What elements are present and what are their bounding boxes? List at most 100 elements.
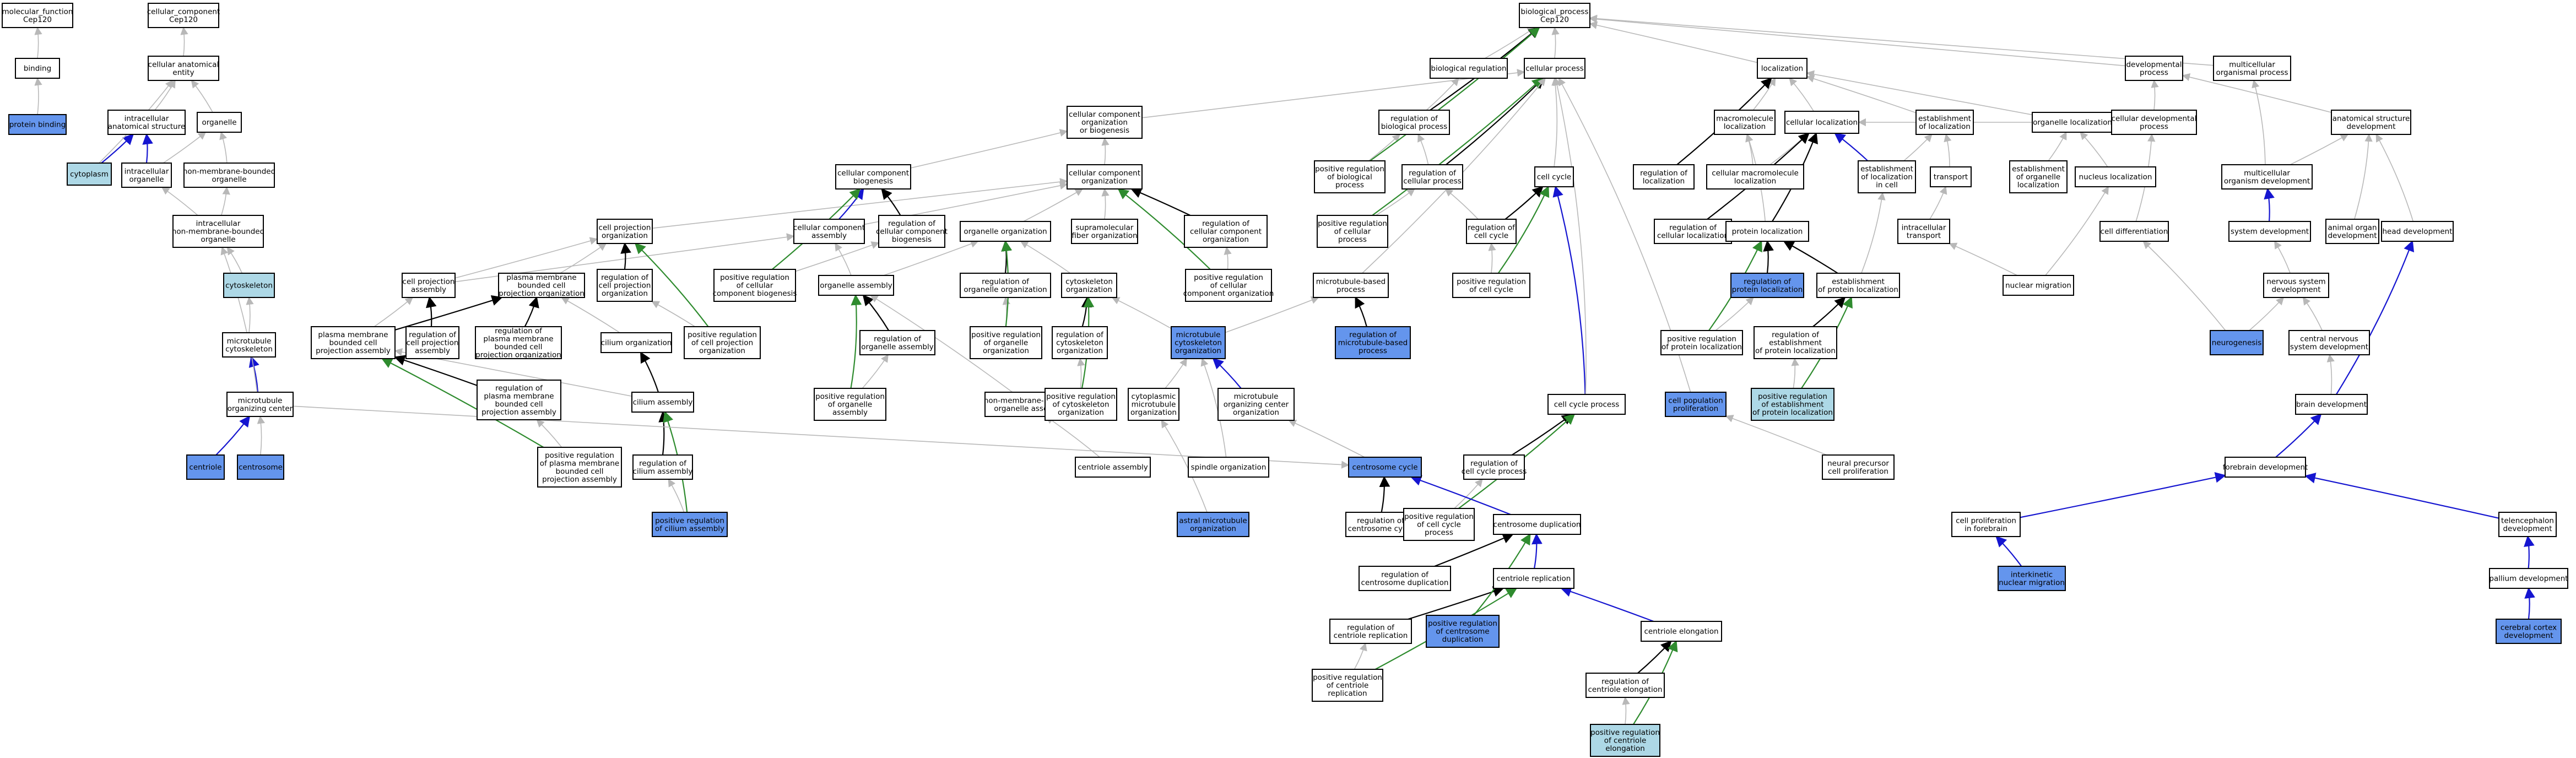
node-box (2221, 164, 2313, 190)
node-box (498, 273, 585, 298)
edge-is_a-pr_centriole_rep-to-reg_centriole_rep (1354, 642, 1367, 670)
edge-is_a-org_org-to-cco (1023, 188, 1084, 222)
node-box (537, 447, 622, 488)
node-label: organelle organization (964, 228, 1047, 236)
node-label: centriole elongation (1644, 627, 1718, 636)
node-label: cytoskeleton (225, 281, 273, 290)
edge-is_a-cell_proc-to-bp (1551, 26, 1560, 59)
node-box (67, 163, 112, 186)
edge-reg-reg_centrosome_cycle-to-centrosome_cycle (1379, 476, 1390, 513)
node-org-loc: organelle localization (2032, 112, 2113, 133)
node-box (2210, 330, 2264, 355)
node-box (2225, 457, 2306, 478)
node-box (1534, 166, 1574, 187)
node-box (2498, 512, 2557, 537)
node-organelle: organelle (197, 112, 242, 133)
node-box (970, 326, 1042, 359)
node-box (226, 392, 294, 417)
edge-is_a-reg_bp-to-biol_reg (1426, 77, 1459, 111)
edge-reg-reg_centrosome_dup-to-centrosome_dup (1434, 533, 1514, 567)
node-label: nuclear migration (2005, 281, 2071, 290)
node-cytoplasm: cytoplasm (67, 163, 112, 186)
node-box (2213, 56, 2291, 81)
node-box (2288, 330, 2370, 355)
node-spindle-org: spindle organization (1188, 457, 1269, 478)
edge-is_a-pr_co-to-reg_co (1077, 358, 1085, 389)
edge-reg-reg_oa-to-org_assembly (862, 294, 890, 331)
node-box (1188, 457, 1269, 478)
node-cell-cycle: cell cycle (1534, 166, 1574, 187)
node-label: spindle organization (1191, 463, 1267, 472)
edge-is_a-mo_dev-to-multi_proc (2252, 79, 2266, 165)
edge-reg-reg_ccp-to-ccp (1511, 413, 1573, 456)
edge-is_a-cyto_org-to-org_org (1020, 241, 1071, 274)
edge-pos-pr_cc-to-cell_cycle (1497, 186, 1550, 274)
node-label: localization (1761, 64, 1803, 73)
edge-is_a-org_assembly-to-org_org (883, 240, 979, 276)
node-box (2263, 273, 2329, 298)
edge-is_a-mtoc_astral-to-cmto (1161, 419, 1208, 513)
edge-is_a-biol_reg-to-bp (1484, 27, 1536, 59)
node-box (1633, 164, 1695, 190)
node-cilium-org: cilium organization (600, 332, 672, 353)
node-box (1359, 566, 1451, 591)
node-label: pallium development (2489, 575, 2568, 583)
edge-is_a-cell_cycle-to-cell_proc (1551, 77, 1560, 167)
edge-is_a-sfo-to-cco (1101, 188, 1110, 220)
edge-is_a-cmto-to-mtco (1165, 358, 1187, 389)
node-cilium-assembly: cilium assembly (631, 392, 694, 413)
node-box (1335, 326, 1411, 359)
node-transport: transport (1930, 166, 1972, 187)
node-box (2325, 219, 2379, 244)
edge-is_a-pr_cco-to-reg_cco (1224, 246, 1232, 270)
edge-reg-reg_cp-to-cell_proc (1446, 77, 1545, 165)
node-box (878, 215, 945, 248)
edge-is_a-cns_dev-to-ns_dev (2302, 296, 2323, 331)
edge-part-telen_dev-to-forebrain_dev (2304, 472, 2499, 519)
edge-is_a-ias-to-cae (154, 79, 176, 111)
node-box (1665, 392, 1727, 417)
node-box (2111, 110, 2197, 135)
